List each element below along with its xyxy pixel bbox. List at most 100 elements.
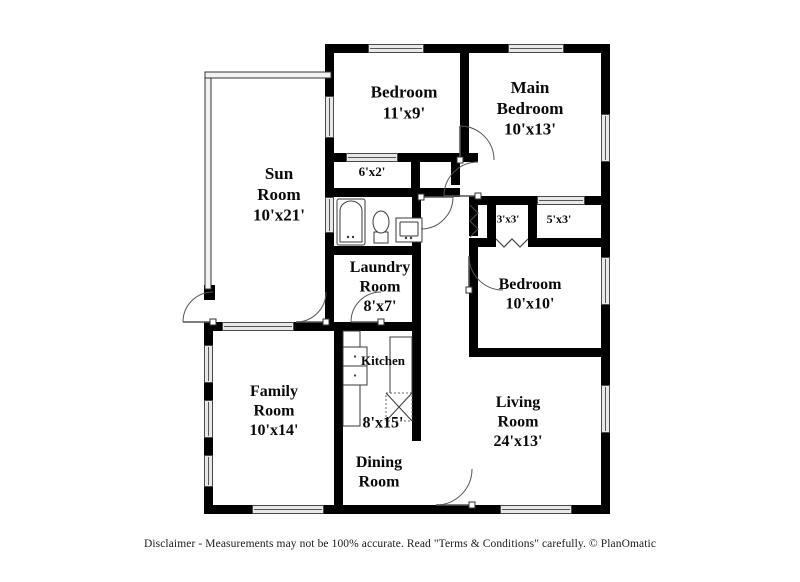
room-label-line: 24'x13': [494, 433, 543, 450]
vanity-sink: [399, 221, 419, 237]
room-label-line: Room: [257, 185, 300, 204]
wall-wall-hall-right-upper: [469, 196, 478, 236]
door-door-bed2-hall: [456, 125, 495, 164]
window-win-sun-right-2: [325, 197, 334, 233]
room-label-line: Bedroom: [497, 99, 564, 118]
wall-wall-laundry-bottom: [334, 322, 421, 331]
windows-layer: [204, 44, 610, 514]
appliance-x2: [385, 392, 413, 422]
room-label-line: 11'x9': [383, 103, 426, 122]
room-labels-layer: SunRoom10'x21'Bedroom11'x9'MainBedroom10…: [250, 78, 572, 490]
fixture-kitchen-fridge: [342, 346, 368, 386]
window-win-sun-right-1: [325, 96, 334, 138]
door-door-main-bed: [443, 161, 482, 200]
wall-wall-dining-left: [334, 441, 343, 514]
room-label-line: 10'x13': [504, 120, 556, 139]
room-label-closet-5x3: 5'x3': [547, 212, 572, 226]
door-arc: [443, 161, 479, 197]
door-hinge: [377, 318, 385, 326]
wall-wall-hall-stub: [420, 188, 460, 197]
room-label-line: 10'x10': [506, 295, 555, 312]
room-label-line: 10'x14': [250, 422, 299, 439]
toilet-bowl: [372, 210, 390, 234]
room-label-line: 3'x3': [497, 214, 520, 226]
wall-wall-bed3-bottom: [469, 348, 601, 357]
window-win-left-family-2: [204, 400, 213, 438]
door-door-porch-exterior: [182, 291, 217, 326]
thin-wall-porch-glass-top: [204, 71, 332, 79]
room-label-line: Sun: [265, 164, 294, 183]
room-label-line: Room: [498, 414, 540, 431]
window-win-closet5x3: [537, 196, 585, 205]
window-win-left-family-1: [204, 345, 213, 383]
room-label-line: 8'x15': [363, 415, 404, 432]
door-door-front-entry: [435, 468, 476, 509]
fridge-dot1: [353, 355, 357, 358]
window-win-closet6x2: [346, 153, 398, 162]
door-arc: [459, 125, 495, 161]
room-label-line: Room: [360, 279, 402, 296]
wall-wall-kitchen-right: [412, 331, 421, 441]
window-win-right-bed3: [601, 257, 610, 305]
room-label-line: Bedroom: [371, 83, 438, 102]
door-door-family-hall: [295, 291, 330, 326]
room-label-line: Family: [250, 383, 298, 400]
thin-walls-layer: [204, 71, 332, 290]
window-win-left-family-3: [204, 455, 213, 487]
vanity-tap: [404, 236, 408, 240]
bifold-bifold-closet3x3: [495, 238, 529, 248]
wall-wall-sun-right: [325, 44, 334, 331]
wall-wall-kitchen-left: [334, 331, 343, 441]
room-label-line: 10'x21': [253, 206, 305, 225]
room-label-line: 6'x2': [359, 164, 386, 179]
door-hinge: [456, 156, 464, 164]
tub-drain: [346, 235, 350, 239]
window-win-bottom-family: [252, 505, 324, 514]
wall-wall-closet6x2-right: [411, 153, 420, 197]
room-label-closet-6x2: 6'x2': [359, 164, 386, 179]
room-label-line: Room: [254, 403, 296, 420]
window-win-top-main: [508, 44, 564, 53]
room-label-line: Kitchen: [361, 353, 406, 368]
fridge-dot2: [353, 374, 357, 377]
room-label-line: Room: [359, 473, 401, 490]
door-door-bed3: [465, 255, 504, 294]
room-label-line: Bedroom: [499, 276, 562, 293]
door-hinge: [468, 501, 476, 509]
toilet-tank: [373, 231, 389, 244]
fixture-bath-vanity: [395, 217, 423, 243]
door-door-bath: [417, 193, 454, 230]
wall-wall-bath-bottom: [334, 246, 421, 255]
wall-wall-bed3-left: [469, 247, 478, 357]
room-label-line: Laundry: [350, 259, 410, 276]
wall-wall-closet3x3-right: [528, 205, 537, 239]
door-arc: [350, 291, 382, 323]
fixture-kitchen-appliance-x: [385, 392, 413, 422]
room-label-closet-3x3: 3'x3': [497, 214, 520, 226]
tub-drain2: [351, 235, 355, 239]
room-label-line: 5'x3': [547, 212, 572, 226]
door-hinge: [474, 192, 482, 200]
room-label-line: Dining: [356, 454, 402, 471]
wall-wall-closet3x3-left: [487, 205, 496, 239]
door-hinge: [465, 286, 473, 294]
window-win-top-bed2: [368, 44, 424, 53]
room-label-bedroom-3: Bedroom 10'x10': [499, 276, 562, 313]
door-arc: [420, 196, 454, 230]
wall-wall-hall-left-upper: [451, 153, 460, 185]
room-label-line: Main: [511, 78, 550, 97]
door-door-laundry: [350, 291, 385, 326]
fixture-bathtub: [336, 198, 366, 246]
wall-wall-closet6x2-bottom: [334, 188, 420, 197]
door-hinge: [322, 318, 330, 326]
vanity-tap2: [409, 236, 413, 240]
fixtures-layer: [336, 198, 423, 427]
wall-wall-closets-bottom-right: [528, 238, 601, 247]
